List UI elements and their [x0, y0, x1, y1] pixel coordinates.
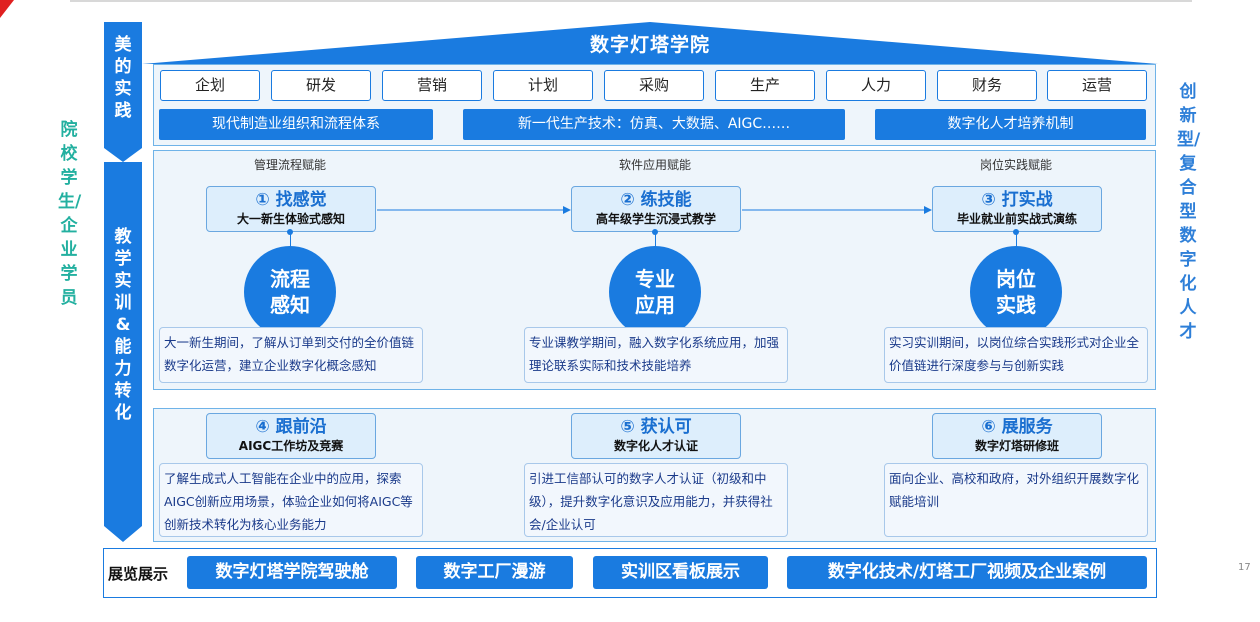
stage-2: ② 练技能 高年级学生沉浸式教学 [571, 186, 741, 232]
page-number: 17 [1238, 562, 1251, 573]
caption-0: 管理流程赋能 [253, 158, 326, 172]
dept-7: 财务 [937, 70, 1037, 101]
caption-2: 岗位实践赋能 [979, 158, 1052, 172]
connector-dot-2 [652, 229, 658, 235]
system-bar-1: 新一代生产技术：仿真、大数据、AIGC…… [463, 109, 845, 140]
desc-4: 了解生成式人工智能在企业中的应用，探索AIGC创新应用场景，体验企业如何将AIG… [159, 463, 423, 537]
roof-shape [142, 22, 1158, 64]
exhibit-0: 数字灯塔学院驾驶舱 [187, 556, 397, 589]
stage-6: ⑥ 展服务 数字灯塔研修班 [932, 413, 1102, 459]
connector-2 [655, 232, 656, 252]
dept-1: 研发 [271, 70, 371, 101]
top-rule [70, 0, 1192, 2]
desc-3: 实习实训期间，以岗位综合实践形式对企业全价值链进行深度参与与创新实践 [884, 327, 1148, 383]
band-top: 美的实践 [104, 22, 142, 148]
connector-dot-1 [287, 229, 293, 235]
desc-6: 面向企业、高校和政府，对外组织开展数字化赋能培训 [884, 463, 1148, 537]
stage-4-title: ④ 跟前沿 [255, 417, 327, 437]
dept-5: 生产 [715, 70, 815, 101]
band-chevron-top [104, 148, 142, 162]
stage-2-title: ② 练技能 [620, 190, 692, 210]
stage-3-sub: 毕业就业前实战式演练 [956, 212, 1077, 226]
stage-5-sub: 数字化人才认证 [613, 439, 698, 453]
dept-6: 人力 [826, 70, 926, 101]
stage-2-sub: 高年级学生沉浸式教学 [595, 212, 716, 226]
desc-1: 大一新生期间，了解从订单到交付的全价值链数字化运营，建立企业数字化概念感知 [159, 327, 423, 383]
stage-3-title: ③ 打实战 [981, 190, 1053, 210]
dept-2: 营销 [382, 70, 482, 101]
circle-1: 流程感知 [244, 246, 336, 338]
system-bar-2: 数字化人才培养机制 [875, 109, 1146, 140]
dept-8: 运营 [1047, 70, 1147, 101]
system-bar-0: 现代制造业组织和流程体系 [159, 109, 433, 140]
connector-1 [290, 232, 291, 252]
dept-3: 计划 [493, 70, 593, 101]
exhibit-2: 实训区看板展示 [593, 556, 768, 589]
dept-4: 采购 [604, 70, 704, 101]
stage-1: ① 找感觉 大一新生体验式感知 [206, 186, 376, 232]
circle-2: 专业应用 [609, 246, 701, 338]
caption-1: 软件应用赋能 [618, 158, 691, 172]
stage-6-title: ⑥ 展服务 [981, 417, 1053, 437]
arrow-2-3 [742, 206, 932, 214]
stage-3: ③ 打实战 毕业就业前实战式演练 [932, 186, 1102, 232]
exhibit-label: 展览展示 [108, 565, 169, 583]
dept-0: 企划 [160, 70, 260, 101]
exhibit-3: 数字化技术/灯塔工厂视频及企业案例 [787, 556, 1147, 589]
band-chevron-bottom [104, 526, 142, 542]
exhibit-1: 数字工厂漫游 [416, 556, 573, 589]
stage-5-title: ⑤ 获认可 [620, 417, 692, 437]
connector-dot-3 [1013, 229, 1019, 235]
stage-4-sub: AIGC工作坊及竞赛 [238, 439, 344, 453]
stage-1-sub: 大一新生体验式感知 [236, 212, 345, 226]
desc-5: 引进工信部认可的数字人才认证（初级和中级），提升数字化意识及应用能力，并获得社会… [524, 463, 788, 537]
stage-5: ⑤ 获认可 数字化人才认证 [571, 413, 741, 459]
connector-3 [1016, 232, 1017, 252]
stage-6-sub: 数字灯塔研修班 [974, 439, 1059, 453]
arrow-1-2 [377, 206, 571, 214]
stage-4: ④ 跟前沿 AIGC工作坊及竞赛 [206, 413, 376, 459]
right-label: 创新型/复合型数字化人才 [1177, 82, 1201, 342]
corner-accent [0, 0, 14, 18]
stage-1-title: ① 找感觉 [255, 190, 327, 210]
desc-2: 专业课教学期间，融入数字化系统应用，加强理论联系实际和技术技能培养 [524, 327, 788, 383]
left-label: 院校学生/企业学员 [58, 120, 82, 308]
circle-3: 岗位实践 [970, 246, 1062, 338]
roof-title: 数字灯塔学院 [589, 34, 710, 56]
band-middle: 教学实训&能力转化 [104, 162, 142, 526]
